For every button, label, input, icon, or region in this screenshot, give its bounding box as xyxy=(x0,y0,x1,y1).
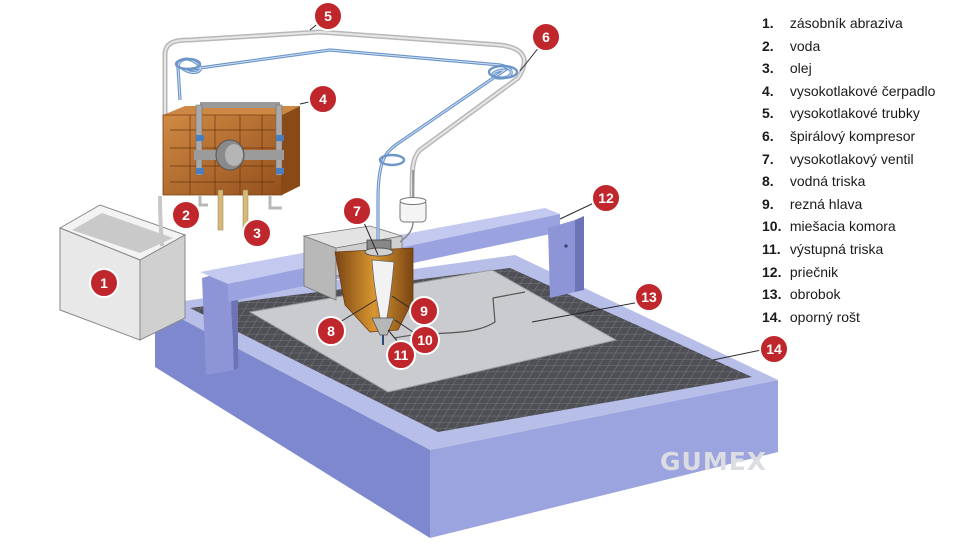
legend-number: 13. xyxy=(762,286,782,303)
legend-number: 8. xyxy=(762,173,774,190)
callout-3: 3 xyxy=(242,218,272,248)
legend-number: 4. xyxy=(762,82,774,99)
callout-9: 9 xyxy=(409,296,439,326)
svg-text:5: 5 xyxy=(324,8,332,24)
legend-label: voda xyxy=(789,37,821,54)
svg-text:4: 4 xyxy=(319,91,327,107)
legend-item: 11. výstupná triska xyxy=(762,238,968,261)
legend-number: 11. xyxy=(762,240,781,257)
legend-number: 7. xyxy=(762,150,774,167)
svg-text:11: 11 xyxy=(394,347,409,363)
legend-number: 14. xyxy=(762,308,782,325)
legend-item: 6. špirálový kompresor xyxy=(762,125,968,148)
callout-4: 4 xyxy=(308,84,338,114)
legend-number: 5. xyxy=(762,105,774,122)
legend-item: 2. voda xyxy=(762,35,968,58)
legend-item: 5. vysokotlakové trubky xyxy=(762,102,968,125)
legend-label: olej xyxy=(789,60,812,77)
svg-text:2: 2 xyxy=(182,207,190,223)
callout-8: 8 xyxy=(316,316,346,346)
callout-13: 13 xyxy=(634,282,664,312)
watermark: GUMEX xyxy=(660,447,767,476)
legend-number: 6. xyxy=(762,127,774,144)
legend-label: vysokotlakové čerpadlo xyxy=(789,82,936,99)
legend-label: vysokotlakový ventil xyxy=(789,150,914,167)
high-pressure-pump xyxy=(162,102,300,231)
legend-item: 9. rezná hlava xyxy=(762,193,968,216)
legend: 1. zásobník abraziva 2. voda 3. olej 4. … xyxy=(762,12,968,328)
abrasive-hopper xyxy=(58,195,187,341)
svg-text:8: 8 xyxy=(327,323,335,339)
callout-10: 10 xyxy=(410,325,440,355)
legend-label: obrobok xyxy=(789,286,841,303)
svg-text:9: 9 xyxy=(420,303,428,319)
svg-text:10: 10 xyxy=(417,332,433,348)
callout-2: 2 xyxy=(171,200,201,230)
legend-label: vysokotlakové trubky xyxy=(789,105,920,122)
legend-item: 4. vysokotlakové čerpadlo xyxy=(762,80,968,103)
legend-item: 10. miešacia komora xyxy=(762,215,968,238)
legend-number: 1. xyxy=(762,15,774,31)
legend-number: 10. xyxy=(762,218,782,235)
legend-label: rezná hlava xyxy=(789,195,863,212)
callout-1: 1 xyxy=(89,268,119,298)
legend-item: 14. oporný rošt xyxy=(762,306,968,329)
callout-5: 5 xyxy=(313,1,343,31)
legend-item: 12. priečnik xyxy=(762,261,968,284)
callout-7: 7 xyxy=(342,196,372,226)
legend-item: 13. obrobok xyxy=(762,283,968,306)
legend-item: 1. zásobník abraziva xyxy=(762,12,968,35)
legend-number: 12. xyxy=(762,263,782,280)
high-pressure-tubes xyxy=(162,29,527,245)
svg-text:14: 14 xyxy=(766,341,782,357)
callout-11: 11 xyxy=(386,340,416,370)
legend-number: 2. xyxy=(762,37,774,54)
callout-12: 12 xyxy=(591,183,621,213)
legend-label: zásobník abraziva xyxy=(789,15,903,31)
legend-label: vodná triska xyxy=(789,173,866,190)
legend-label: miešacia komora xyxy=(789,218,896,235)
spiral-compressor xyxy=(399,170,427,243)
legend-number: 9. xyxy=(762,195,774,212)
callout-6: 6 xyxy=(531,22,561,52)
svg-text:6: 6 xyxy=(542,29,550,45)
legend-item: 8. vodná triska xyxy=(762,170,968,193)
legend-label: špirálový kompresor xyxy=(789,127,916,144)
legend-label: priečnik xyxy=(789,263,839,280)
legend-label: výstupná triska xyxy=(789,240,884,257)
legend-label: oporný rošt xyxy=(789,308,860,325)
svg-text:1: 1 xyxy=(100,275,108,291)
legend-item: 3. olej xyxy=(762,57,968,80)
svg-text:12: 12 xyxy=(598,190,614,206)
legend-item: 7. vysokotlakový ventil xyxy=(762,148,968,171)
svg-text:3: 3 xyxy=(253,225,261,241)
svg-text:13: 13 xyxy=(641,289,657,305)
svg-text:7: 7 xyxy=(353,203,361,219)
callout-14: 14 xyxy=(759,334,789,364)
legend-number: 3. xyxy=(762,60,774,77)
